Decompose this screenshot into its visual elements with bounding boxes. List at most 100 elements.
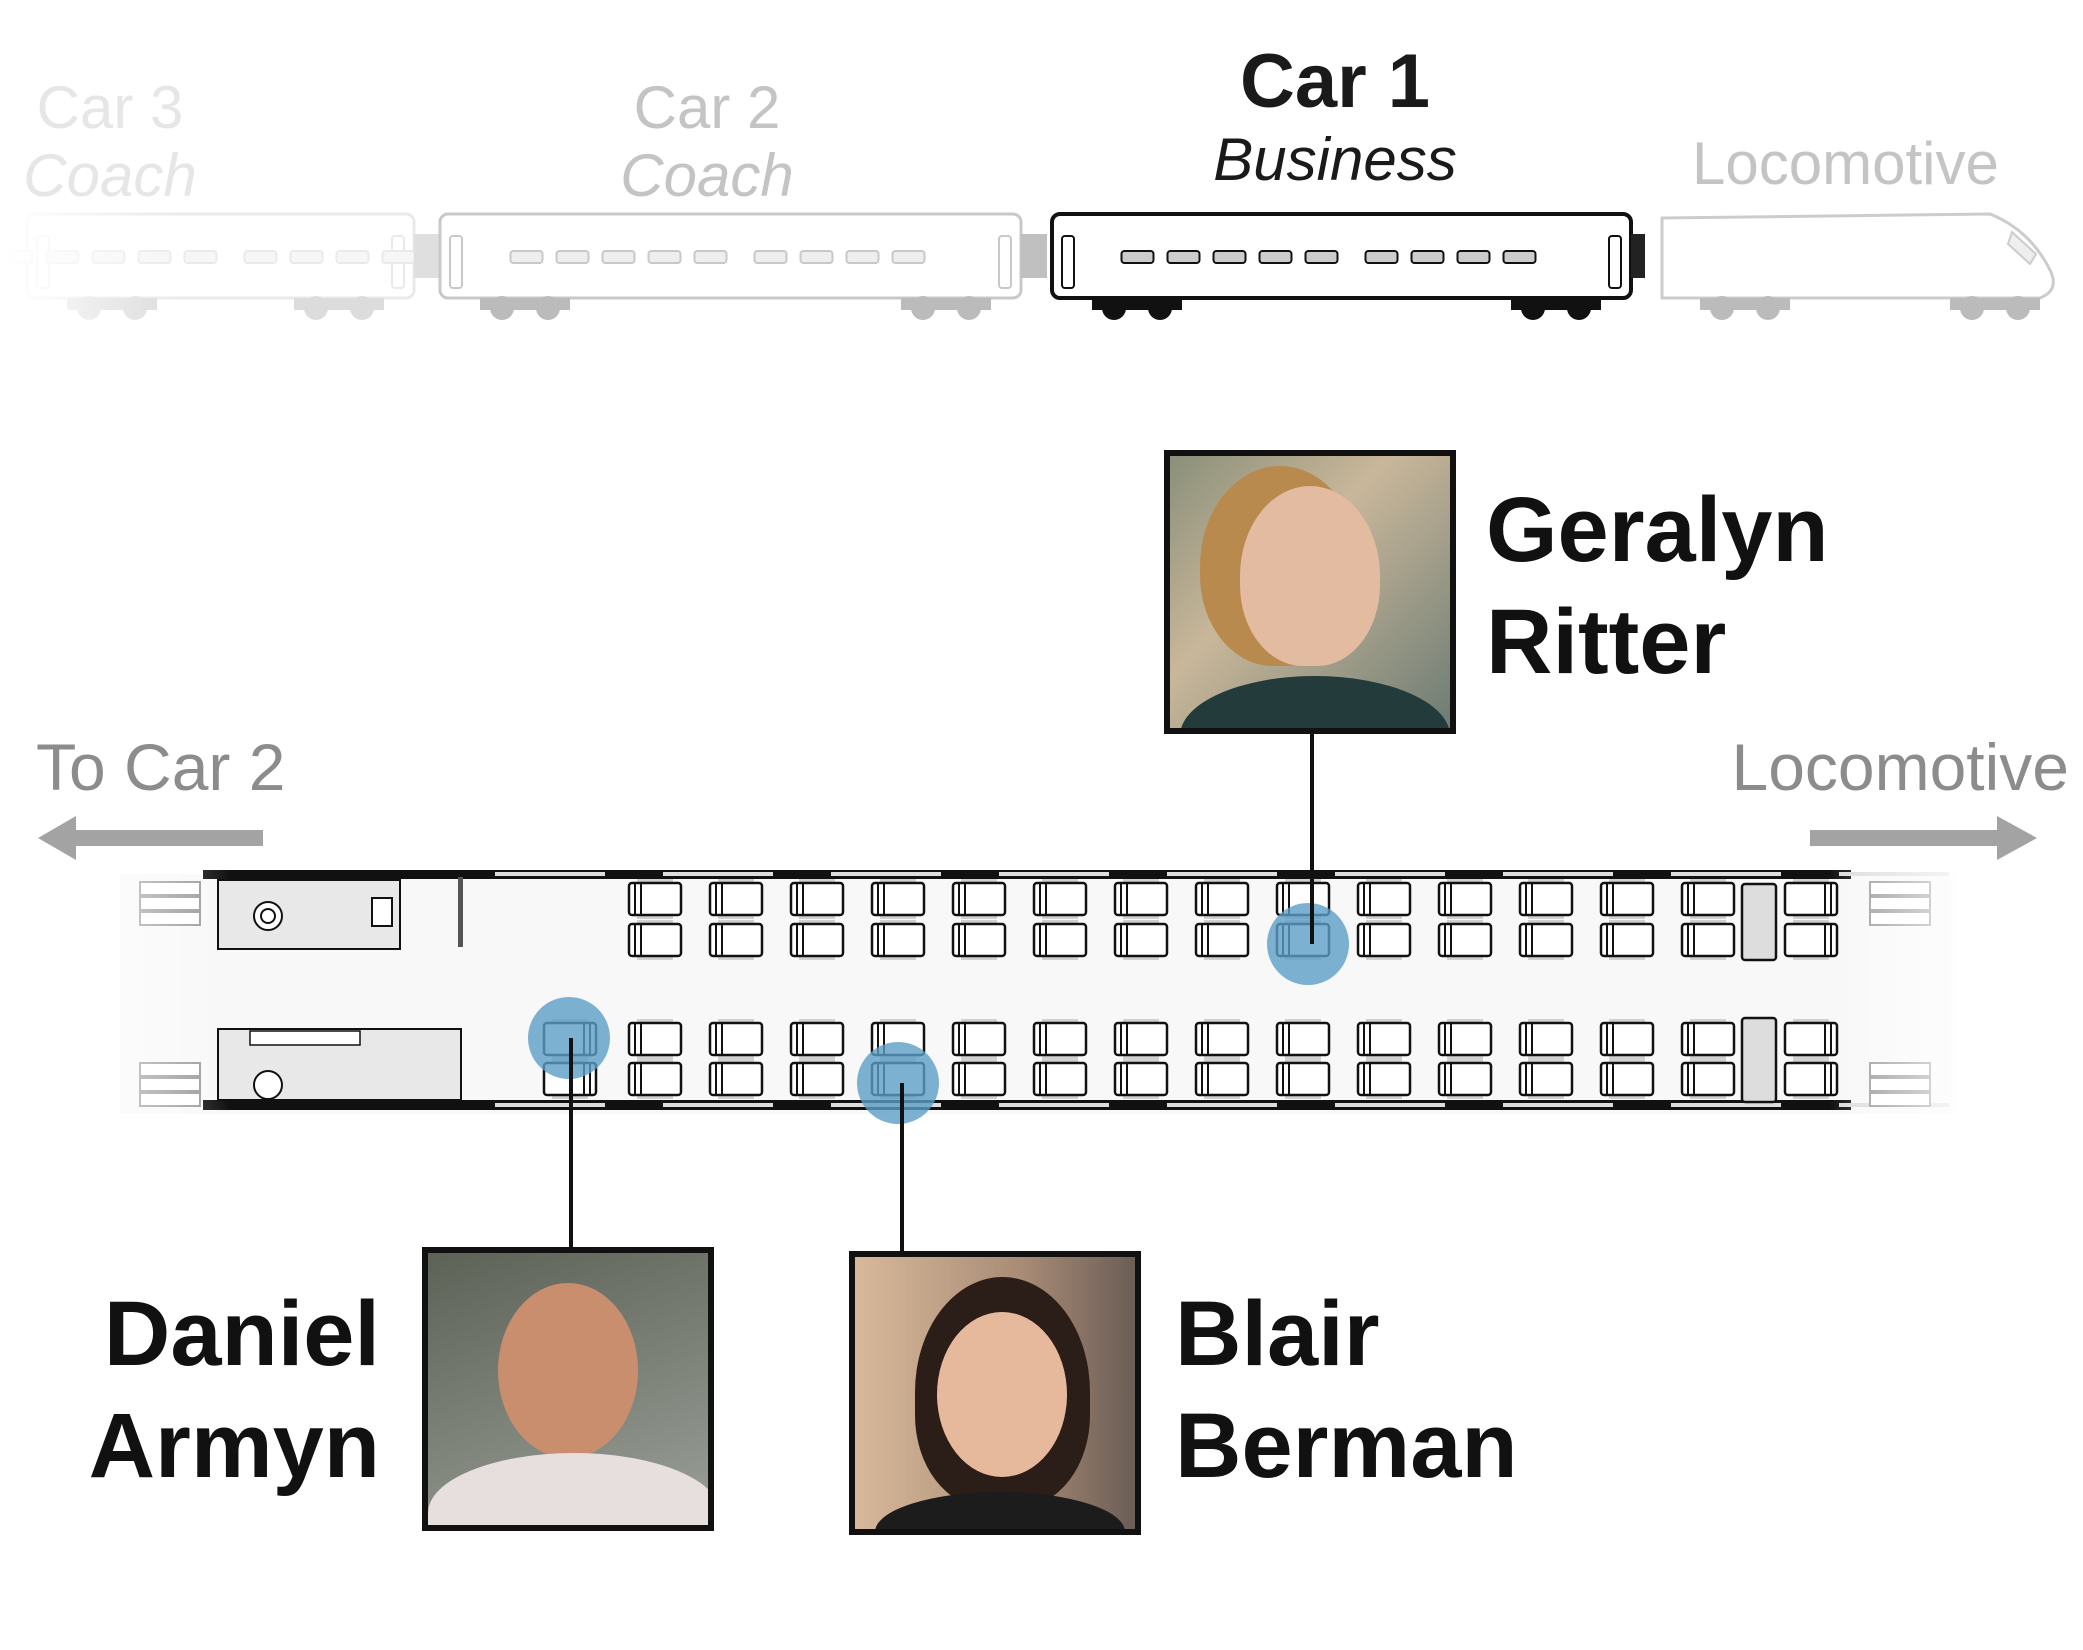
seat — [1032, 879, 1088, 919]
wheel — [536, 296, 560, 320]
last-name: Berman — [1175, 1395, 1518, 1498]
wheel — [1102, 296, 1126, 320]
seat-cushion — [1518, 881, 1574, 917]
seat — [789, 879, 845, 919]
seat — [951, 920, 1007, 960]
seat-cushion — [1194, 922, 1250, 958]
seat — [1518, 1019, 1574, 1059]
seat-cushion — [1113, 1021, 1169, 1057]
window — [183, 250, 218, 264]
to-locomotive-label: Locomotive — [1731, 730, 2069, 804]
seat — [1032, 1059, 1088, 1099]
seat-cushion — [708, 1061, 764, 1097]
car-2-door — [998, 235, 1012, 289]
seat — [1194, 1059, 1250, 1099]
seat-cushion — [1518, 922, 1574, 958]
seat — [951, 1019, 1007, 1059]
seat — [708, 920, 764, 960]
seat-cushion — [1275, 1021, 1331, 1057]
seat-cushion — [708, 881, 764, 917]
locomotive-body — [1660, 212, 2055, 320]
seat — [1194, 920, 1250, 960]
window — [753, 250, 788, 264]
toilet-icon — [253, 901, 283, 931]
blair-berman-name: Blair Berman — [1175, 1278, 1518, 1502]
seat — [951, 1059, 1007, 1099]
wheel — [2006, 296, 2030, 320]
counter — [249, 1030, 361, 1046]
seat — [1599, 879, 1655, 919]
seat — [1518, 920, 1574, 960]
seat — [1275, 1019, 1331, 1059]
seat — [1680, 1019, 1736, 1059]
seat-cushion — [1518, 1061, 1574, 1097]
window-strip — [1167, 1103, 1277, 1107]
window — [1258, 250, 1293, 264]
seat-cushion — [1599, 1061, 1655, 1097]
seat — [1113, 879, 1169, 919]
seat-cushion — [1783, 1061, 1839, 1097]
seat-cushion — [1032, 1021, 1088, 1057]
window-strip — [1671, 1103, 1781, 1107]
seat-cushion — [1599, 881, 1655, 917]
seat — [1599, 1019, 1655, 1059]
locomotive-class: Locomotive — [1692, 130, 1999, 197]
wheel — [304, 296, 328, 320]
blair-berman-seat-highlight — [857, 1042, 939, 1124]
left-arrow-icon — [38, 816, 263, 860]
seat-cushion — [1437, 922, 1493, 958]
window — [1456, 250, 1491, 264]
wheel — [350, 296, 374, 320]
seat-cushion — [1518, 1021, 1574, 1057]
seat — [1599, 920, 1655, 960]
seat-cushion — [1437, 1061, 1493, 1097]
seat — [870, 920, 926, 960]
seat — [1783, 920, 1839, 960]
seat-cushion — [1437, 1021, 1493, 1057]
daniel-armyn-photo — [422, 1247, 714, 1531]
seat — [951, 879, 1007, 919]
car-1-label: Car 1 Business — [1185, 44, 1485, 190]
window — [1166, 250, 1201, 264]
seat-cushion — [951, 1021, 1007, 1057]
seat-cushion — [1113, 1061, 1169, 1097]
seat-cushion — [1194, 1061, 1250, 1097]
seat-cushion — [1599, 1021, 1655, 1057]
last-name: Armyn — [88, 1395, 380, 1498]
seat-cushion — [1680, 922, 1736, 958]
window — [1212, 250, 1247, 264]
seat — [1113, 1019, 1169, 1059]
window-strip — [1167, 872, 1277, 876]
seat-cushion — [1680, 1061, 1736, 1097]
car-1-door — [1608, 235, 1622, 289]
seat — [1113, 1059, 1169, 1099]
locomotive-shell — [1660, 212, 2055, 300]
wheel — [1710, 296, 1734, 320]
car-3-label: Car 3 Coach — [20, 78, 200, 206]
window-strip — [663, 872, 773, 876]
wheel — [1521, 296, 1545, 320]
seat — [1356, 920, 1412, 960]
seat-cushion — [789, 1061, 845, 1097]
seat — [870, 879, 926, 919]
seat-cushion — [1356, 922, 1412, 958]
leader-lines — [528, 733, 1349, 1251]
seat — [708, 1059, 764, 1099]
window — [693, 250, 728, 264]
car-1-door — [1061, 235, 1075, 289]
seat — [1356, 1019, 1412, 1059]
shoulders — [428, 1453, 708, 1525]
seat-cushion — [708, 1021, 764, 1057]
seat — [1783, 1019, 1839, 1059]
car-1-floorplan — [0, 816, 2037, 1120]
car-1-class: Business — [1213, 126, 1457, 193]
seat-cushion — [870, 881, 926, 917]
window — [555, 250, 590, 264]
sink-icon — [371, 897, 393, 927]
seat — [1680, 1059, 1736, 1099]
window-strip — [1671, 872, 1781, 876]
seat-cushion — [1356, 1021, 1412, 1057]
seat — [1518, 879, 1574, 919]
train-overview — [0, 200, 2055, 330]
seat-cushion — [789, 922, 845, 958]
